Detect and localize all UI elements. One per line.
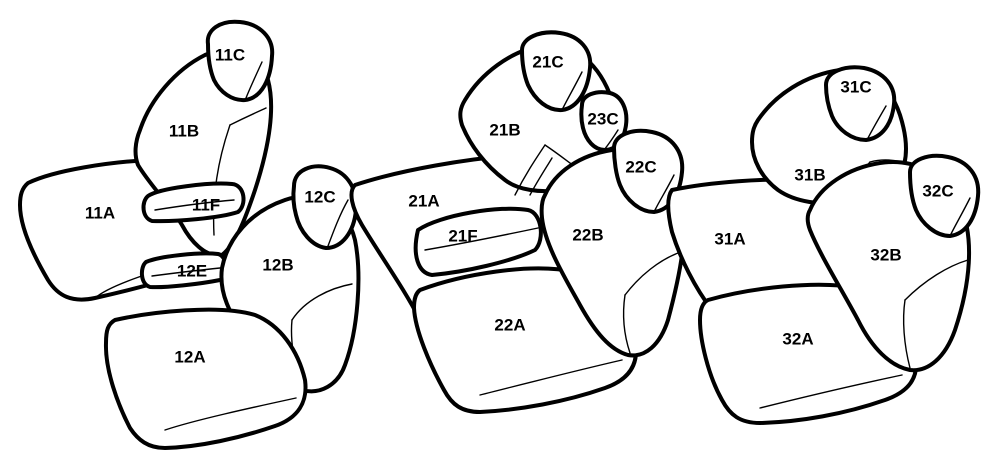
seam-22B-side [622, 294, 631, 354]
seam-11B-top [229, 107, 267, 126]
seam-21B-left [514, 144, 546, 196]
part-12C-headrest [291, 164, 359, 250]
label-12C: 12C [304, 187, 335, 206]
seam-12A [164, 397, 297, 431]
seam-32B-side [902, 299, 911, 369]
seam-22C [654, 174, 675, 211]
seam-22A [479, 359, 623, 396]
part-labels: 11A 11B 11C 11F 12A 12B 12C 12E 21A 21B … [85, 45, 954, 366]
label-21B: 21B [489, 120, 520, 139]
label-11F: 11F [192, 195, 220, 214]
label-21C: 21C [532, 52, 563, 71]
seat-12 [103, 164, 361, 450]
label-22A: 22A [494, 315, 525, 334]
part-11F-armrest [141, 181, 246, 224]
seam-21C [562, 71, 583, 109]
seam-12E [151, 267, 221, 277]
label-12B: 12B [262, 255, 293, 274]
seam-22B-top [624, 252, 679, 296]
label-23C: 23C [587, 109, 618, 128]
seam-31C [866, 105, 887, 141]
label-31A: 31A [714, 229, 745, 248]
seam-11F [154, 199, 235, 211]
seam-23C [603, 129, 619, 151]
seam-12C [327, 199, 349, 247]
label-31B: 31B [794, 165, 825, 184]
label-21A: 21A [408, 191, 439, 210]
label-22C: 22C [625, 157, 656, 176]
label-12A: 12A [174, 347, 205, 366]
label-32C: 32C [922, 181, 953, 200]
seat-row-2 [349, 30, 687, 414]
label-11C: 11C [215, 45, 245, 64]
label-21F: 21F [448, 226, 477, 245]
seat-row-3 [666, 65, 981, 425]
label-32B: 32B [870, 245, 901, 264]
seam-32C [950, 197, 971, 235]
seam-21B-inner [529, 157, 553, 196]
seam-11C [245, 61, 263, 99]
label-22B: 22B [572, 225, 603, 244]
label-11A: 11A [85, 203, 115, 222]
part-21C-headrest [520, 30, 593, 113]
seam-32B-top [904, 259, 969, 301]
seam-12B-top [291, 283, 353, 321]
seam-32A [759, 374, 903, 409]
label-11B: 11B [169, 121, 199, 140]
seat-11 [18, 19, 275, 302]
label-12E: 12E [177, 261, 207, 280]
seam-11B-side [212, 124, 231, 236]
label-31C: 31C [840, 77, 871, 96]
part-21F-armrest [413, 206, 543, 277]
label-32A: 32A [782, 329, 813, 348]
seam-21F [424, 227, 539, 251]
part-11C-headrest [205, 19, 275, 103]
part-12A-cushion [103, 307, 308, 450]
